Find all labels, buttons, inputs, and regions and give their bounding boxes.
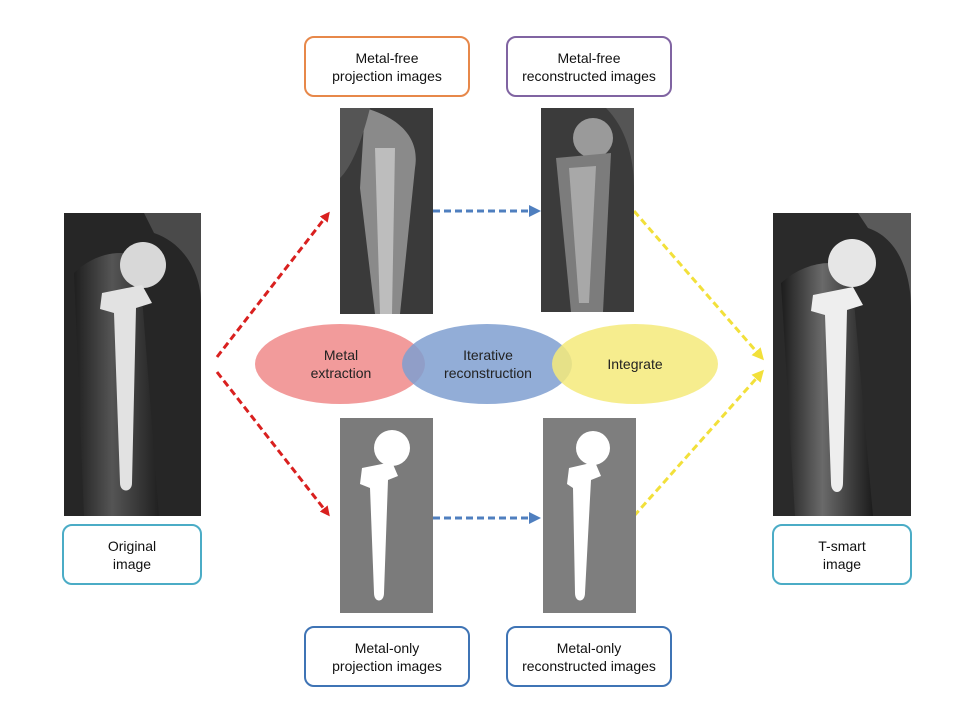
arrow-extraction-up [215, 211, 330, 358]
tsmart-image-label: T-smart image [772, 524, 912, 585]
venn-iterative-reconstruction-label: Iterative reconstruction [444, 347, 532, 381]
venn-metal-extraction [255, 324, 425, 404]
venn-metal-extraction-label: Metal extraction [310, 347, 372, 381]
arrow-integrate-bottom [632, 369, 764, 517]
metal-only-projection-image [340, 418, 433, 613]
metal-free-projection-label: Metal-free projection images [304, 36, 470, 97]
venn-integrate-label: Integrate [607, 356, 663, 372]
metal-only-reconstructed-image [543, 418, 636, 613]
metal-only-reconstructed-label: Metal-only reconstructed images [506, 626, 672, 687]
arrow-extraction-down [215, 371, 330, 517]
original-image-label: Original image [62, 524, 202, 585]
metal-free-reconstructed-image [541, 108, 634, 312]
metal-only-projection-label: Metal-only projection images [304, 626, 470, 687]
metal-free-projection-image [340, 108, 433, 314]
venn-integrate [552, 324, 718, 404]
original-xray-image [64, 213, 201, 516]
venn-iterative-reconstruction [402, 324, 572, 404]
tsmart-xray-image [773, 213, 911, 516]
metal-free-reconstructed-label: Metal-free reconstructed images [506, 36, 672, 97]
